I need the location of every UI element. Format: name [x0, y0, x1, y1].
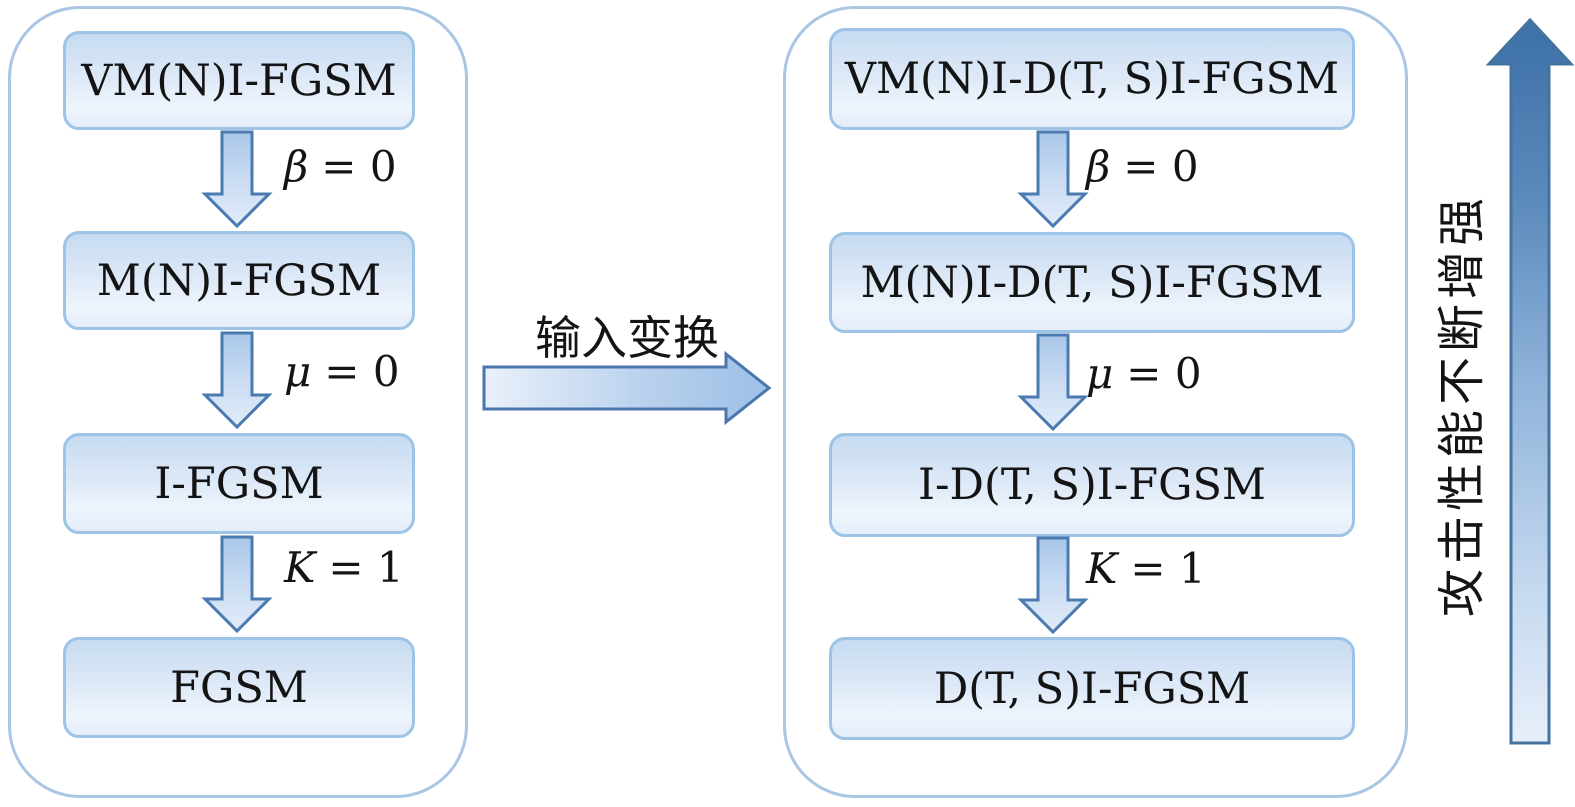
edge-label-k: K= 1 [284, 543, 404, 592]
down-arrow-icon [201, 535, 273, 634]
method-box-mni-dtsi-fgsm: M(N)I-D(T, S)I-FGSM [829, 232, 1355, 333]
right-arrow-icon [482, 350, 772, 426]
down-arrow-icon [201, 130, 273, 229]
method-box-i-dtsi-fgsm: I-D(T, S)I-FGSM [829, 433, 1355, 537]
attack-performance-label: 攻击性能不断增强 [1434, 193, 1490, 618]
down-arrow-icon [1017, 536, 1089, 635]
k-symbol: K [1086, 544, 1118, 593]
method-box-vmni-fgsm: VM(N)I-FGSM [63, 31, 415, 130]
k-symbol: K [284, 543, 316, 592]
method-box-dtsi-fgsm: D(T, S)I-FGSM [829, 637, 1355, 740]
method-box-fgsm: FGSM [63, 637, 415, 738]
method-box-i-fgsm: I-FGSM [63, 433, 415, 534]
beta-symbol: β [284, 142, 309, 191]
edge-label-mu: μ= 0 [1086, 349, 1202, 398]
edge-label-k: K= 1 [1086, 544, 1206, 593]
left-panel-container [8, 6, 468, 798]
method-box-vmni-dtsi-fgsm: VM(N)I-D(T, S)I-FGSM [829, 28, 1355, 130]
edge-label-beta: β= 0 [284, 142, 397, 191]
input-transform-label: 输入变换 [535, 311, 719, 365]
down-arrow-icon [1017, 333, 1089, 432]
method-box-mni-fgsm: M(N)I-FGSM [63, 231, 415, 330]
down-arrow-icon [1017, 130, 1089, 229]
up-arrow-icon [1485, 17, 1575, 745]
mu-symbol: μ [1086, 349, 1114, 398]
down-arrow-icon [201, 331, 273, 430]
beta-symbol: β [1086, 142, 1111, 191]
edge-label-beta: β= 0 [1086, 142, 1199, 191]
mu-symbol: μ [284, 347, 312, 396]
edge-label-mu: μ= 0 [284, 347, 400, 396]
right-panel-container [783, 6, 1408, 798]
